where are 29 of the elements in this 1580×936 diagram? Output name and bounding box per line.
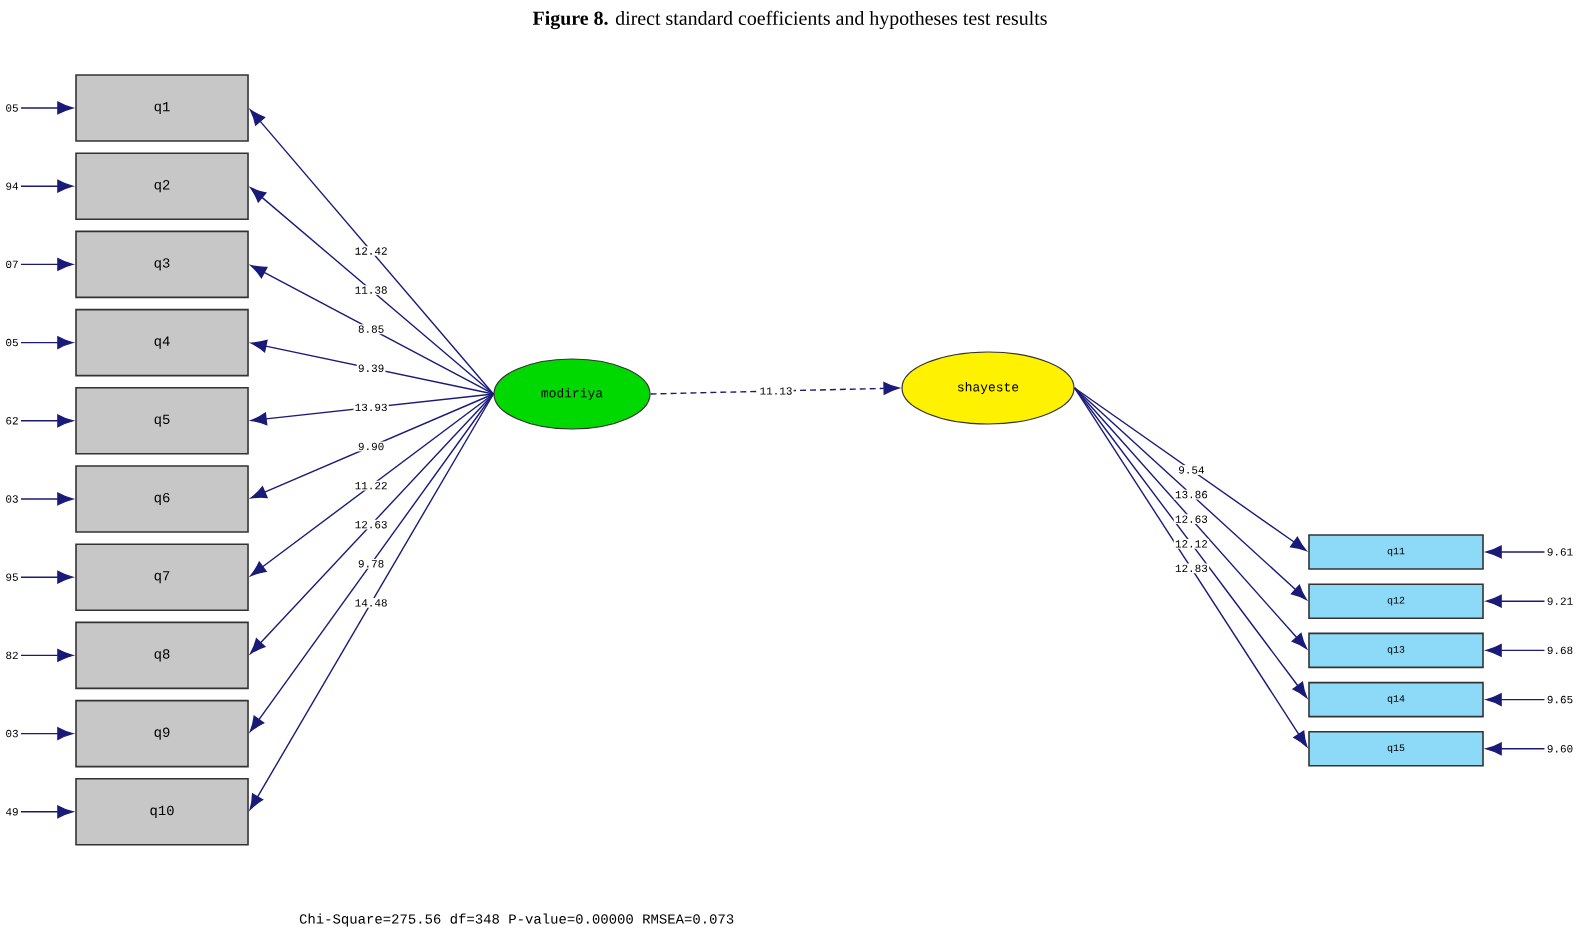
arrow (249, 109, 495, 395)
arrow (250, 393, 495, 499)
arrow (250, 265, 495, 395)
arrow (20, 648, 74, 662)
arrow (1485, 545, 1546, 559)
arrow (20, 727, 74, 741)
arrow (649, 381, 900, 395)
arrow (20, 179, 74, 193)
arrow (1485, 742, 1546, 756)
arrow (1073, 387, 1307, 552)
arrow (1485, 594, 1546, 608)
arrow (250, 393, 495, 426)
arrow (20, 336, 74, 350)
arrow (20, 101, 74, 115)
arrow (20, 414, 74, 428)
arrow (250, 187, 495, 395)
arrow (20, 805, 74, 819)
arrow (249, 393, 495, 733)
figure-title: Figure 8. direct standard coefficients and hypotheses test results (532, 10, 1047, 30)
arrow (249, 393, 495, 811)
arrow (1485, 643, 1546, 657)
arrow (250, 339, 495, 395)
arrow (250, 393, 495, 655)
arrow (1073, 387, 1308, 649)
arrow (20, 492, 74, 506)
arrow (1485, 693, 1546, 707)
arrow (20, 570, 74, 584)
arrow (250, 393, 495, 577)
arrow (20, 257, 74, 271)
